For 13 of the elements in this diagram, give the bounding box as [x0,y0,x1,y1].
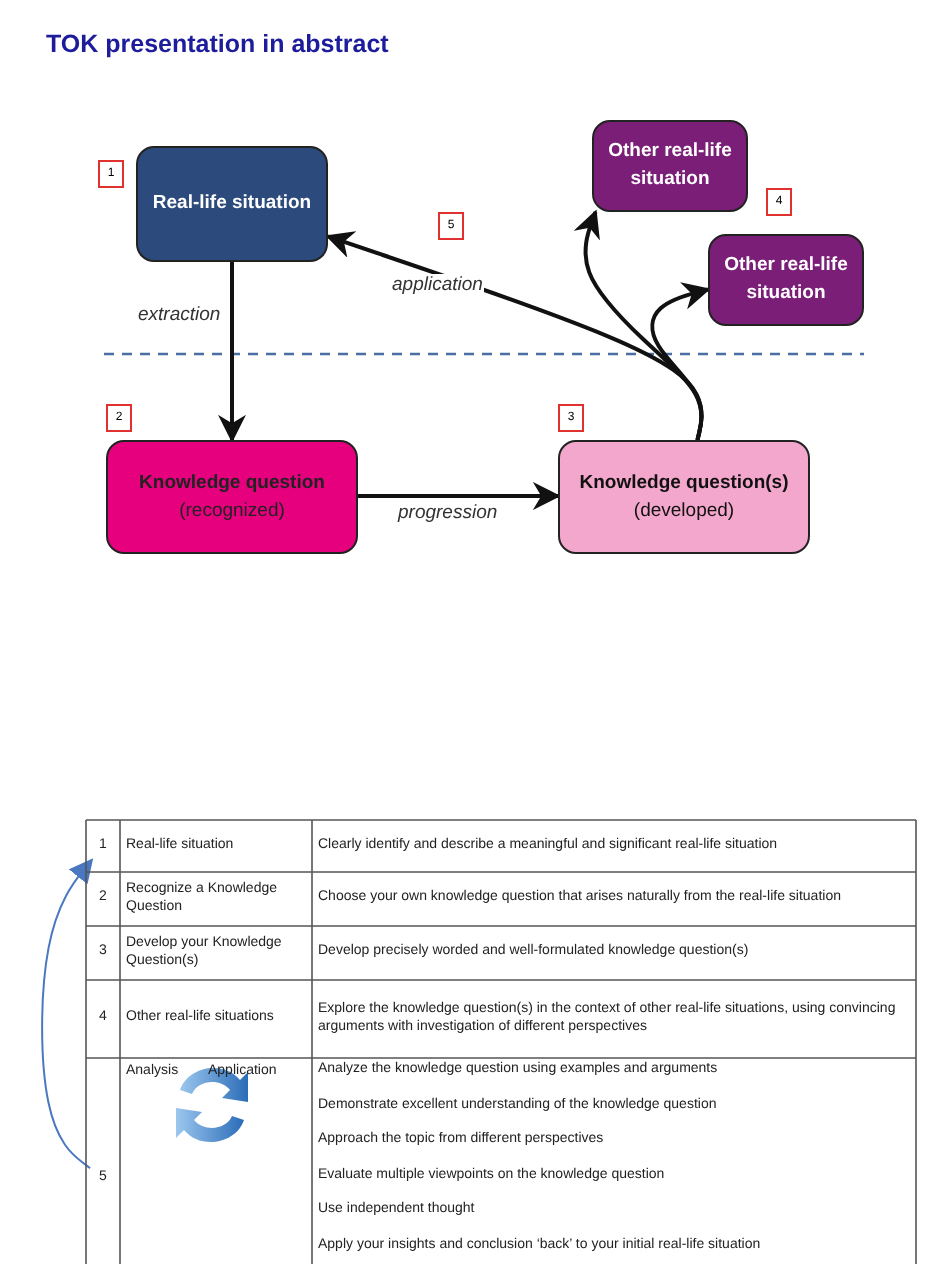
edge-label: extraction [136,304,223,326]
process-box: Other real-life situation [708,234,864,326]
process-box: Other real-life situation [592,120,748,212]
edge-label: application [390,274,485,296]
title: TOK presentation in abstract [46,30,389,58]
arrow [650,282,711,441]
arrow [358,482,561,510]
process-box: Knowledge question (recognized) [106,440,358,554]
arrow [41,858,94,1170]
process-box: Knowledge question(s) (developed) [558,440,810,554]
arrow [218,262,246,443]
edge-label: progression [396,502,500,524]
process-box: Real-life situation [136,146,328,262]
